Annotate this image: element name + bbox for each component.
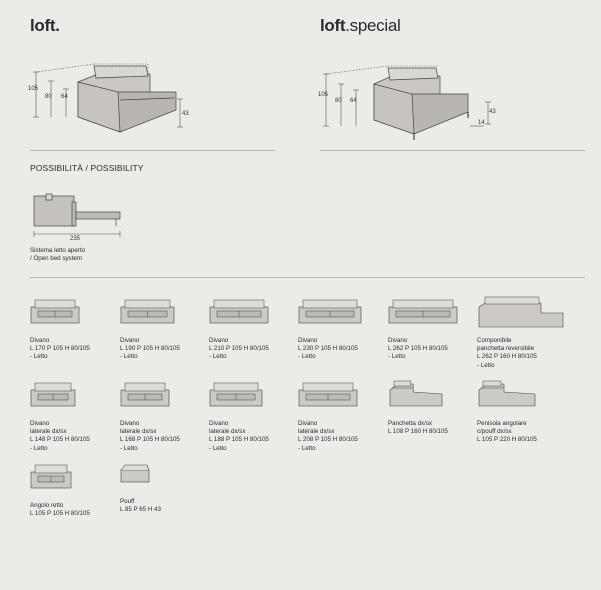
model-thumbnail bbox=[30, 462, 72, 497]
model-caption-line: - Letto bbox=[209, 353, 227, 361]
model-caption-line: Pouff bbox=[120, 498, 135, 505]
divider-top bbox=[30, 150, 275, 151]
model-thumbnail bbox=[120, 462, 150, 489]
model-caption-line: Penisola angolare bbox=[477, 420, 527, 427]
model-caption-line: L 105 P 105 H 80/105 bbox=[30, 510, 90, 518]
model-thumbnail bbox=[298, 380, 358, 415]
model-caption-line: Divano bbox=[209, 420, 229, 427]
model-thumbnail bbox=[120, 297, 175, 332]
caption-it: Sistema letto aperto bbox=[30, 247, 86, 254]
caption-en: / Open bed system bbox=[30, 255, 82, 263]
model-thumbnail bbox=[209, 380, 263, 415]
dim-length-235: 235 bbox=[70, 236, 81, 242]
model-thumbnail bbox=[298, 297, 362, 332]
model-caption-line: L 148 P 105 H 80/105 bbox=[30, 436, 90, 444]
model-caption-line: c/pouff dx/sx bbox=[477, 428, 512, 436]
model-caption-line: L 105 P 220 H 80/105 bbox=[477, 436, 537, 444]
dim-height-105: 105 bbox=[318, 92, 329, 98]
brand-loft-special: loft.special bbox=[320, 16, 401, 36]
model-caption-line: - Letto bbox=[30, 444, 48, 452]
dim-seat-43: 43 bbox=[182, 111, 189, 117]
dim-leg-14: 14 bbox=[478, 120, 485, 126]
divider-middle bbox=[30, 277, 585, 278]
model-caption-line: L 208 P 105 H 80/105 bbox=[298, 436, 358, 444]
dim-seat-64: 64 bbox=[61, 94, 68, 100]
brand-loft: loft. bbox=[30, 16, 60, 36]
model-caption-line: L 85 P 65 H 43 bbox=[120, 506, 161, 514]
model-caption-line: - Letto bbox=[298, 444, 316, 452]
model-caption-line: Panchetta dx/sx bbox=[388, 420, 433, 427]
model-caption-line: Divano bbox=[120, 420, 140, 427]
model-caption-line: Divano bbox=[120, 337, 140, 344]
model-caption-line: Componibile bbox=[477, 337, 512, 344]
model-thumbnail bbox=[30, 297, 80, 332]
open-bed-diagram: 235 bbox=[33, 193, 121, 242]
model-caption-line: Divano bbox=[388, 337, 408, 344]
model-caption-line: - Letto bbox=[209, 444, 227, 452]
model-thumbnail bbox=[30, 380, 76, 415]
loft-armchair-diagram: 105 80 64 43 bbox=[28, 63, 189, 133]
model-caption-line: Divano bbox=[298, 337, 318, 344]
model-caption-line: - Letto bbox=[30, 353, 48, 361]
model-caption-line: panchetta reversibile bbox=[477, 345, 535, 353]
possibility-title: POSSIBILITÀ / POSSIBILITY bbox=[30, 163, 144, 173]
dim-height-80: 80 bbox=[335, 98, 342, 104]
dim-height-105: 105 bbox=[28, 86, 39, 92]
model-caption-line: - Letto bbox=[388, 353, 406, 361]
open-bed-caption: Sistema letto aperto / Open bed system bbox=[30, 247, 85, 263]
model-caption-line: Angolo retto bbox=[30, 502, 64, 509]
dim-seat-64: 64 bbox=[350, 98, 357, 104]
model-caption-line: Divano bbox=[30, 420, 50, 427]
model-caption-line: L 188 P 105 H 80/105 bbox=[209, 436, 269, 444]
model-caption-line: - Letto bbox=[298, 353, 316, 361]
model-caption-line: L 210 P 105 H 80/105 bbox=[209, 345, 269, 353]
model-caption-line: - Letto bbox=[120, 444, 138, 452]
model-thumbnail bbox=[120, 380, 170, 415]
model-caption-line: laterale dx/sx bbox=[298, 428, 335, 436]
model-caption-line: - Letto bbox=[120, 353, 138, 361]
model-caption-line: laterale dx/sx bbox=[30, 428, 67, 436]
model-caption-line: L 168 P 105 H 80/105 bbox=[120, 436, 180, 444]
model-caption-line: Divano bbox=[298, 420, 318, 427]
model-caption-line: L 170 P 105 H 80/105 bbox=[30, 345, 90, 353]
model-caption-line: laterale dx/sx bbox=[120, 428, 157, 436]
dim-seat-43: 43 bbox=[489, 109, 496, 115]
model-caption-line: L 108 P 160 H 80/105 bbox=[388, 428, 448, 436]
divider-top-right bbox=[320, 150, 585, 151]
model-thumbnail bbox=[388, 297, 458, 332]
model-caption-line: L 262 P 105 H 80/105 bbox=[388, 345, 448, 353]
brand-name: loft bbox=[320, 16, 346, 35]
model-caption-line: L 262 P 160 H 80/105 bbox=[477, 353, 537, 361]
brand-suffix: . bbox=[55, 16, 60, 35]
model-caption-line: laterale dx/sx bbox=[209, 428, 246, 436]
model-thumbnail bbox=[209, 297, 269, 332]
model-thumbnail bbox=[477, 380, 537, 415]
brand-suffix: .special bbox=[345, 16, 401, 35]
dim-height-80: 80 bbox=[45, 94, 52, 100]
model-caption-line: L 190 P 105 H 80/105 bbox=[120, 345, 180, 353]
model-caption-line: - Letto bbox=[477, 361, 495, 369]
loft-special-armchair-diagram: 105 80 64 43 14 bbox=[318, 65, 496, 140]
model-caption-line: L 230 P 105 H 80/105 bbox=[298, 345, 358, 353]
brand-name: loft bbox=[30, 16, 56, 35]
model-caption-line: Divano bbox=[30, 337, 50, 344]
model-thumbnail bbox=[388, 380, 444, 415]
model-thumbnail bbox=[477, 296, 565, 334]
model-caption-line: Divano bbox=[209, 337, 229, 344]
